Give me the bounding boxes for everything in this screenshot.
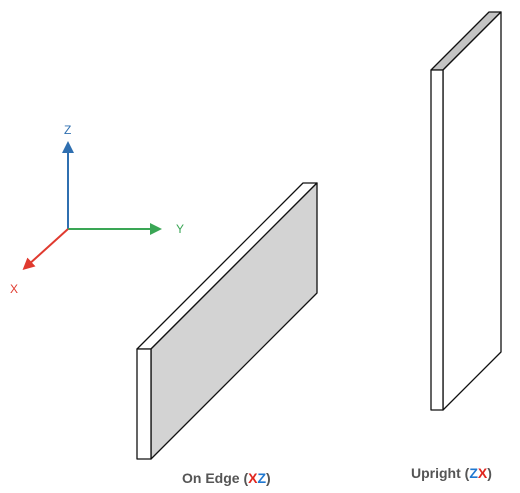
on-edge-plank-end: [136, 348, 152, 460]
upright-plank-side: [442, 11, 502, 411]
z-axis-label: Z: [64, 123, 71, 137]
on-edge-caption-text: On Edge (: [182, 470, 249, 486]
upright-plank: [430, 11, 502, 411]
x-axis-arrow: [22, 228, 69, 271]
upright-caption-text: Upright (: [411, 465, 470, 481]
on-edge-caption: On Edge (XZ): [182, 470, 271, 486]
upright-caption-z: Z: [469, 465, 478, 481]
axis-triad: Z Y X: [10, 123, 184, 296]
upright-caption-x: X: [477, 465, 488, 481]
on-edge-caption-close: ): [266, 470, 271, 486]
upright-plank-front: [430, 69, 444, 411]
x-axis-label: X: [10, 282, 18, 296]
upright-caption: Upright (ZX): [411, 465, 492, 481]
on-edge-caption-z: Z: [257, 470, 267, 486]
on-edge-plank: [136, 182, 318, 460]
upright-caption-close: ): [487, 465, 492, 481]
on-edge-caption-x: X: [248, 470, 258, 486]
y-axis-label: Y: [176, 222, 184, 236]
